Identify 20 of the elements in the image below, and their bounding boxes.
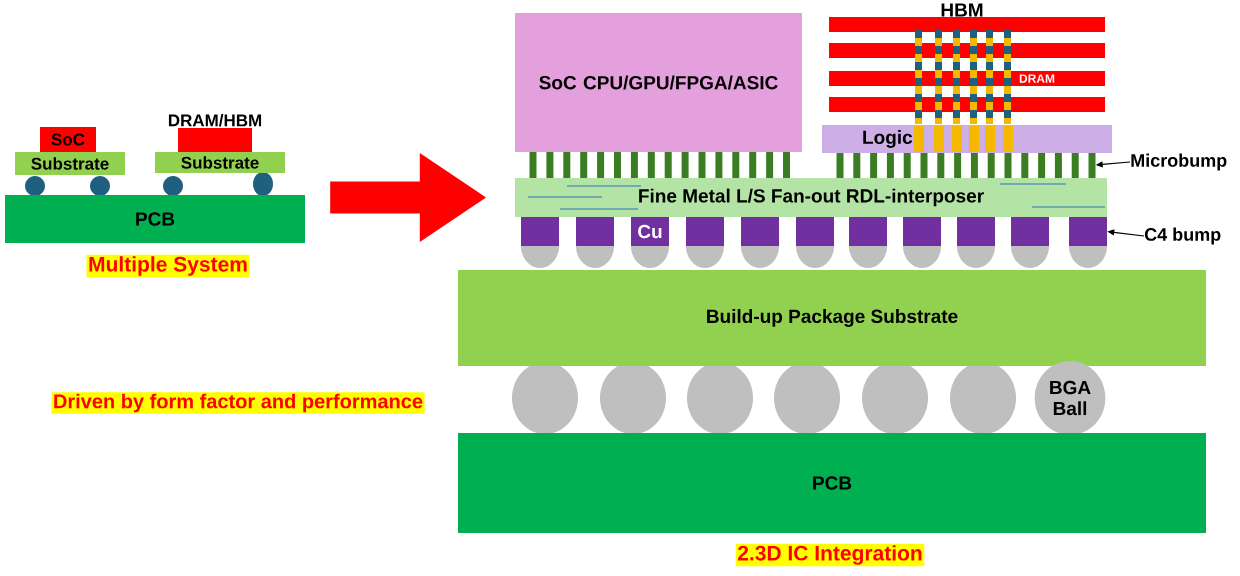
copper-pillar: Cu <box>631 217 669 246</box>
bga-ball: BGA Ball <box>1034 361 1106 435</box>
pcb-board: PCB <box>458 433 1206 533</box>
highlighted-caption: Driven by form factor and performance <box>51 392 425 414</box>
callout-text: Microbump <box>1131 153 1227 171</box>
highlighted-caption: Multiple System <box>86 254 250 278</box>
highlighted-caption: 2.3D IC Integration <box>735 543 925 567</box>
substrate-box: Substrate <box>15 152 125 175</box>
package-substrate: Build-up Package Substrate <box>458 270 1206 366</box>
microbump <box>1088 152 1096 178</box>
chip-box: DRAM/HBM <box>168 113 262 152</box>
soc-die: SoC CPU/GPU/FPGA/ASIC <box>515 13 802 152</box>
copper-pillar <box>1069 217 1107 246</box>
chip-box: SoC <box>40 127 96 152</box>
substrate-box: Substrate <box>155 152 285 173</box>
node-label: DRAM/HBM <box>168 113 262 127</box>
callout-text: C4 bump <box>1144 227 1221 245</box>
pcb-board: PCB <box>5 195 305 243</box>
stack-title: HBM <box>941 3 983 17</box>
interposer-layer: Fine Metal L/S Fan-out RDL-interposer <box>515 178 1107 217</box>
